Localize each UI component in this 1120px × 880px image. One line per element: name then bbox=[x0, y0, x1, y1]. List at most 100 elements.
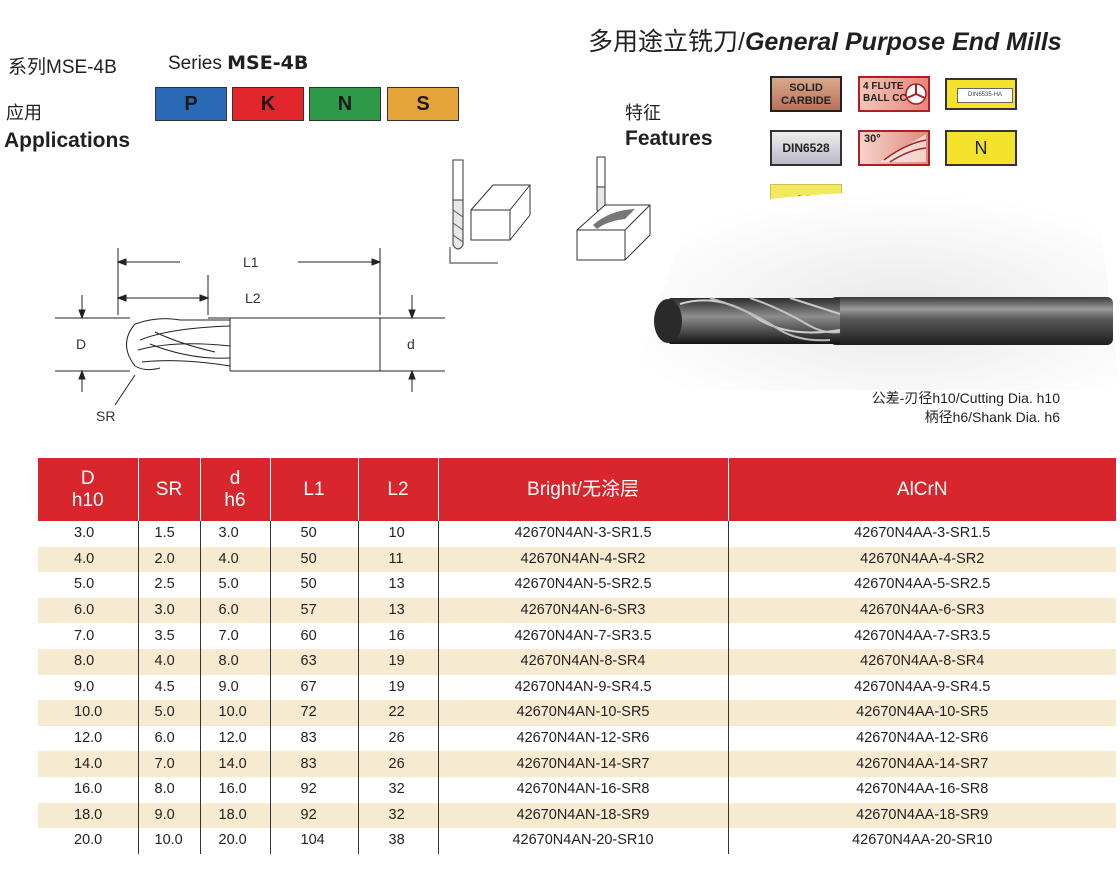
ball-flute-icon bbox=[905, 83, 927, 105]
table-cell: 8.0 bbox=[38, 648, 138, 675]
table-cell: 9.0 bbox=[199, 674, 270, 701]
title-en: General Purpose End Mills bbox=[744, 28, 1062, 56]
table-cell: 14.0 bbox=[38, 751, 138, 777]
table-cell: 42670N4AA-12-SR6 bbox=[727, 725, 1116, 752]
table-cell: 4.0 bbox=[199, 546, 270, 573]
applications-label-en: Applications bbox=[4, 129, 131, 152]
table-cell: 42670N4AA-16-SR8 bbox=[727, 776, 1116, 803]
application-k-badge: K bbox=[232, 87, 304, 121]
table-cell: 32 bbox=[357, 802, 438, 829]
table-cell: 83 bbox=[269, 725, 358, 752]
table-cell: 20.0 bbox=[74, 832, 103, 849]
table-cell: 42670N4AN-16-SR8 bbox=[437, 776, 728, 803]
table-cell: 104 bbox=[269, 828, 358, 854]
table-cell: 18.0 bbox=[38, 802, 138, 829]
table-cell: 16.0 bbox=[74, 781, 103, 798]
application-p-badge: P bbox=[155, 87, 227, 121]
din6535-label: DIN6535-HA bbox=[957, 88, 1013, 103]
table-cell: 22 bbox=[357, 700, 438, 726]
table-cell: 20.0 bbox=[199, 828, 270, 854]
table-cell: 42670N4AN-12-SR6 bbox=[437, 725, 728, 752]
l1-label: L1 bbox=[243, 254, 259, 270]
table-cell: 32 bbox=[357, 776, 438, 803]
table-cell: 10.0 bbox=[137, 828, 200, 854]
table-cell: 63 bbox=[269, 648, 358, 675]
table-cell: 42670N4AA-14-SR7 bbox=[727, 751, 1116, 777]
table-cell: 60 bbox=[269, 623, 358, 649]
table-cell: 3.0 bbox=[74, 525, 95, 542]
table-header-cell: AlCrN bbox=[727, 458, 1116, 521]
table-cell: 13 bbox=[357, 597, 438, 624]
table-cell: 42670N4AA-9-SR4.5 bbox=[727, 674, 1116, 701]
tolerance-shank: 柄径h6/Shank Dia. h6 bbox=[924, 409, 1060, 425]
table-cell: 3.0 bbox=[199, 521, 270, 547]
table-cell: 42670N4AN-6-SR3 bbox=[437, 597, 728, 624]
table-cell: 42670N4AN-10-SR5 bbox=[437, 700, 728, 726]
table-cell: 42670N4AN-5-SR2.5 bbox=[437, 572, 728, 598]
table-cell: 42670N4AN-18-SR9 bbox=[437, 802, 728, 829]
helix-shape-icon bbox=[880, 134, 927, 163]
side-milling-illustration bbox=[449, 159, 531, 264]
table-cell: 4.0 bbox=[38, 546, 138, 573]
dimension-drawing bbox=[55, 248, 445, 406]
solid-carbide-icon: SOLID CARBIDE bbox=[770, 76, 842, 112]
features-label-en: Features bbox=[625, 127, 713, 150]
table-cell: 13 bbox=[357, 572, 438, 598]
table-cell: 2.0 bbox=[137, 546, 200, 573]
features-label-cn: 特征 bbox=[625, 103, 661, 123]
table-cell: 42670N4AA-6-SR3 bbox=[727, 597, 1116, 624]
table-cell: 42670N4AN-8-SR4 bbox=[437, 648, 728, 675]
table-cell: 57 bbox=[269, 597, 358, 624]
table-cell: 42670N4AA-7-SR3.5 bbox=[727, 623, 1116, 649]
din6535-shank-icon: DIN6535-HA bbox=[945, 78, 1017, 110]
table-cell: 42670N4AA-20-SR10 bbox=[727, 828, 1116, 854]
table-cell: 10.0 bbox=[199, 700, 270, 726]
table-cell: 9.0 bbox=[137, 802, 200, 829]
series-en: Series MSE-4B bbox=[168, 52, 308, 75]
table-cell: 8.0 bbox=[137, 776, 200, 803]
table-cell: 10 bbox=[357, 521, 438, 547]
solid-carbide-line2: CARBIDE bbox=[780, 95, 832, 107]
application-n-badge: N bbox=[309, 87, 381, 121]
table-cell: 11 bbox=[357, 546, 438, 573]
table-cell: 42670N4AN-7-SR3.5 bbox=[437, 623, 728, 649]
helix-angle-label: 30° bbox=[864, 133, 881, 145]
table-cell: 4.0 bbox=[137, 648, 200, 675]
table-cell: 4.5 bbox=[137, 674, 200, 701]
table-header-cell: Bright/无涂层 bbox=[437, 458, 728, 521]
din6528-icon: DIN6528 bbox=[770, 130, 842, 166]
l2-label: L2 bbox=[245, 290, 261, 306]
table-cell: 92 bbox=[269, 802, 358, 829]
table-cell: 42670N4AA-5-SR2.5 bbox=[727, 572, 1116, 598]
table-cell: 42670N4AN-14-SR7 bbox=[437, 751, 728, 777]
table-cell: 12.0 bbox=[74, 730, 103, 747]
helix-angle-icon: 30° bbox=[858, 130, 930, 166]
page-title: 多用途立铣刀/General Purpose End Mills bbox=[588, 22, 1062, 58]
table-cell: 42670N4AN-20-SR10 bbox=[437, 828, 728, 854]
table-cell: 42670N4AA-3-SR1.5 bbox=[727, 521, 1116, 547]
table-cell: 42670N4AA-18-SR9 bbox=[727, 802, 1116, 829]
table-cell: 6.0 bbox=[137, 725, 200, 752]
d-cutting-label: D bbox=[76, 336, 87, 352]
table-cell: 6.0 bbox=[199, 597, 270, 624]
table-cell: 42670N4AN-3-SR1.5 bbox=[437, 521, 728, 547]
end-mill-photo bbox=[630, 192, 1120, 390]
table-header-cell: L1 bbox=[269, 458, 358, 521]
table-cell: 9.0 bbox=[74, 678, 95, 695]
table-cell: 50 bbox=[269, 572, 358, 598]
d-shank-label: d bbox=[407, 336, 415, 352]
table-cell: 72 bbox=[269, 700, 358, 726]
table-cell: 8.0 bbox=[199, 648, 270, 675]
flute-line1: 4 FLUTE bbox=[863, 81, 904, 92]
table-cell: 26 bbox=[357, 751, 438, 777]
